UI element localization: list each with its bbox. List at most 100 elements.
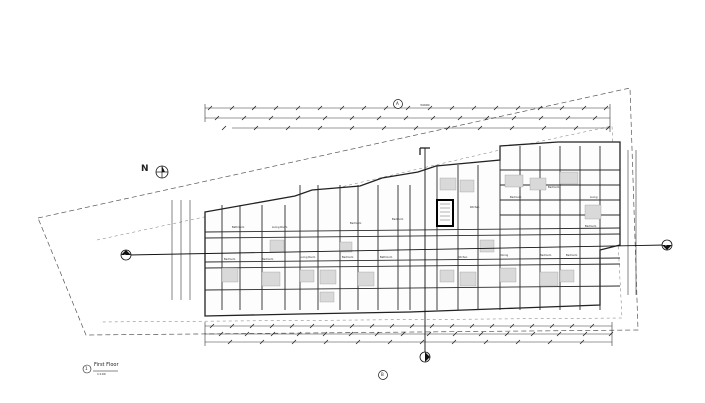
dim-tick <box>403 115 409 121</box>
dim-tick <box>409 323 415 329</box>
wall-corridor <box>204 257 621 263</box>
grid-label-right: 2 <box>665 243 667 247</box>
dim-tick <box>369 323 375 329</box>
dim-tick <box>565 115 571 121</box>
drawing-title: First Floor <box>94 362 119 368</box>
dim-tick <box>419 339 425 345</box>
dim-tick <box>285 125 291 131</box>
fixture-block <box>357 271 375 287</box>
dim-tick <box>244 331 250 337</box>
dim-tick <box>430 115 436 121</box>
wall-corridor <box>204 285 621 291</box>
room-tag: Bedroom <box>585 225 597 228</box>
dim-tick <box>251 105 257 111</box>
room-tag: Bedroom <box>262 258 274 261</box>
grid-label-bottom: B <box>381 372 384 377</box>
dim-tick <box>229 105 235 111</box>
dim-tick <box>253 125 259 131</box>
dim-tick <box>323 339 329 345</box>
dim-tick <box>339 105 345 111</box>
dim-tick <box>537 105 543 111</box>
dim-tick <box>268 115 274 121</box>
dim-tick <box>547 339 553 345</box>
dim-tick <box>317 125 323 131</box>
dim-tick <box>603 105 609 111</box>
fixture-block <box>559 171 579 185</box>
room-tag: Bedroom <box>350 222 362 225</box>
dim-tick <box>515 105 521 111</box>
fixture-block <box>459 271 477 287</box>
dim-tick <box>509 125 515 131</box>
dim-tick <box>405 105 411 111</box>
dim-tick <box>259 339 265 345</box>
room-tag: Living <box>590 196 598 199</box>
wall-corridor <box>204 233 621 239</box>
stair-treads <box>440 203 450 221</box>
north-arrow-icon <box>155 165 169 179</box>
room-tag: Bathroom <box>232 226 245 229</box>
section-marker-left <box>120 249 132 261</box>
dim-tick <box>511 115 517 121</box>
dim-tick <box>291 339 297 345</box>
fixture-block <box>439 269 455 283</box>
dim-tick <box>504 331 510 337</box>
dim-tick <box>209 323 215 329</box>
dim-tick <box>349 323 355 329</box>
dim-tick <box>457 115 463 121</box>
dim-tick <box>573 125 579 131</box>
dim-tick <box>426 331 432 337</box>
dim-tick <box>387 339 393 345</box>
dimension-ticks-bottom <box>209 323 614 345</box>
grid-bubble-bottom <box>378 370 388 380</box>
dim-tick <box>592 115 598 121</box>
dim-tick <box>471 105 477 111</box>
dim-tick <box>451 339 457 345</box>
dim-tick <box>478 331 484 337</box>
right-dimension-strings <box>627 150 637 295</box>
dim-tick <box>483 339 489 345</box>
drawing-title-number: 1 <box>85 366 88 371</box>
fixture-block <box>439 177 457 191</box>
grid-label-left: 1 <box>124 253 126 257</box>
dim-tick <box>348 331 354 337</box>
dim-tick <box>582 331 588 337</box>
dim-tick <box>383 105 389 111</box>
dim-tick <box>218 331 224 337</box>
dim-tick <box>581 105 587 111</box>
north-label: N <box>141 164 149 174</box>
dim-tick <box>322 331 328 337</box>
room-tag: Bedroom <box>510 196 522 199</box>
dim-tick <box>381 125 387 131</box>
fixture-block <box>559 269 575 283</box>
drawing-scale: 1:100 <box>97 372 106 376</box>
dim-tick <box>361 105 367 111</box>
room-tag: Bedroom <box>540 254 552 257</box>
dim-tick <box>400 331 406 337</box>
dim-tick <box>530 331 536 337</box>
dim-tick <box>427 105 433 111</box>
fixture-block <box>269 239 285 253</box>
dim-tick <box>207 105 213 111</box>
room-tag: Bedroom <box>224 258 236 261</box>
dim-tick <box>484 115 490 121</box>
dim-tick <box>559 105 565 111</box>
grid-axis-horizontal <box>127 244 666 256</box>
fixture-block <box>319 291 335 303</box>
fixture-block <box>459 179 475 193</box>
drawing-title-marker <box>82 364 92 374</box>
left-dimension-strings <box>171 200 191 300</box>
dim-tick <box>477 125 483 131</box>
fixture-block <box>529 177 547 191</box>
dim-tick <box>556 331 562 337</box>
room-tag: Bedroom <box>548 186 560 189</box>
wall-corridor <box>204 263 621 269</box>
bottom-dimension-strings <box>204 322 613 346</box>
dim-tick <box>229 323 235 329</box>
dim-tick <box>317 105 323 111</box>
dim-tick <box>349 115 355 121</box>
fixture-block <box>339 241 353 253</box>
room-tag: Dining <box>500 254 509 257</box>
dim-tick <box>221 125 227 131</box>
dim-tick <box>389 323 395 329</box>
room-fixtures <box>221 171 602 303</box>
